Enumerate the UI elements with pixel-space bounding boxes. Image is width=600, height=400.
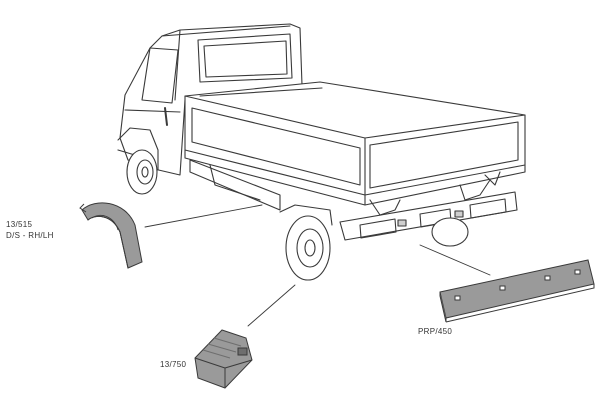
truck-rear-bumper — [339, 191, 518, 241]
side-window — [141, 47, 179, 104]
chassis — [189, 159, 501, 216]
leader-chock — [247, 284, 296, 327]
wheel-chock-part — [194, 329, 253, 389]
rear-wheel — [279, 204, 469, 281]
rear-window — [197, 33, 293, 83]
truck-cab — [117, 23, 303, 176]
wheel-arch-code-label: 13/515 — [6, 220, 33, 229]
front-wheel — [126, 149, 158, 195]
wheel-arch-part — [79, 202, 143, 269]
leader-wheel-arch — [144, 204, 263, 228]
truck-bed — [184, 81, 526, 206]
chock-code-label: 13/750 — [160, 360, 187, 369]
rear-panel-part — [439, 259, 595, 323]
leader-lines — [144, 204, 491, 327]
door-handle — [164, 107, 168, 126]
leader-rear-panel — [419, 244, 491, 276]
rear-panel-code-label: PRP/450 — [418, 327, 453, 336]
wheel-arch-side-label: D/S - RH/LH — [6, 231, 54, 240]
